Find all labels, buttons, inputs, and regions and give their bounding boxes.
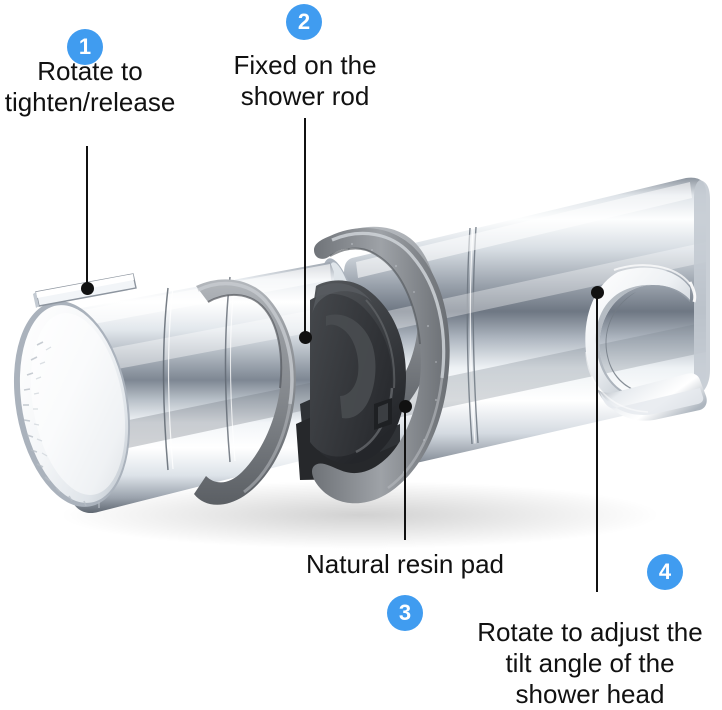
callout-badge-2[interactable]: 2 [286, 4, 322, 40]
pointer-dot-1 [81, 282, 94, 295]
callout-label-4: Rotate to adjust the tilt angle of the s… [477, 617, 703, 709]
callout-badge-3[interactable]: 3 [387, 595, 423, 631]
left-chrome-knob [13, 262, 334, 514]
shower-head-cradle-notch [585, 264, 707, 421]
leader-line-1 [86, 146, 88, 288]
pointer-dot-3 [399, 400, 412, 413]
callout-badge-1[interactable]: 1 [67, 29, 103, 65]
callout-label-3: Natural resin pad [306, 549, 504, 579]
gray-clamp-outer-wrap [312, 228, 450, 504]
pointer-dot-4 [591, 286, 604, 299]
callout-label-2: Fixed on the shower rod [233, 50, 377, 111]
gray-clamp-ring-front [194, 279, 296, 505]
pointer-dot-2 [299, 331, 312, 344]
callout-badge-4[interactable]: 4 [647, 554, 683, 590]
leader-line-4 [596, 292, 598, 592]
leader-line-3 [404, 404, 406, 540]
end-cap-embossed-text-inner [33, 346, 52, 457]
dark-resin-pad [296, 280, 406, 480]
end-cap-embossed-text [23, 341, 100, 508]
leader-line-2 [304, 118, 306, 336]
callout-label-1: Rotate to tighten/release [4, 56, 176, 117]
end-cap-face [13, 301, 131, 508]
